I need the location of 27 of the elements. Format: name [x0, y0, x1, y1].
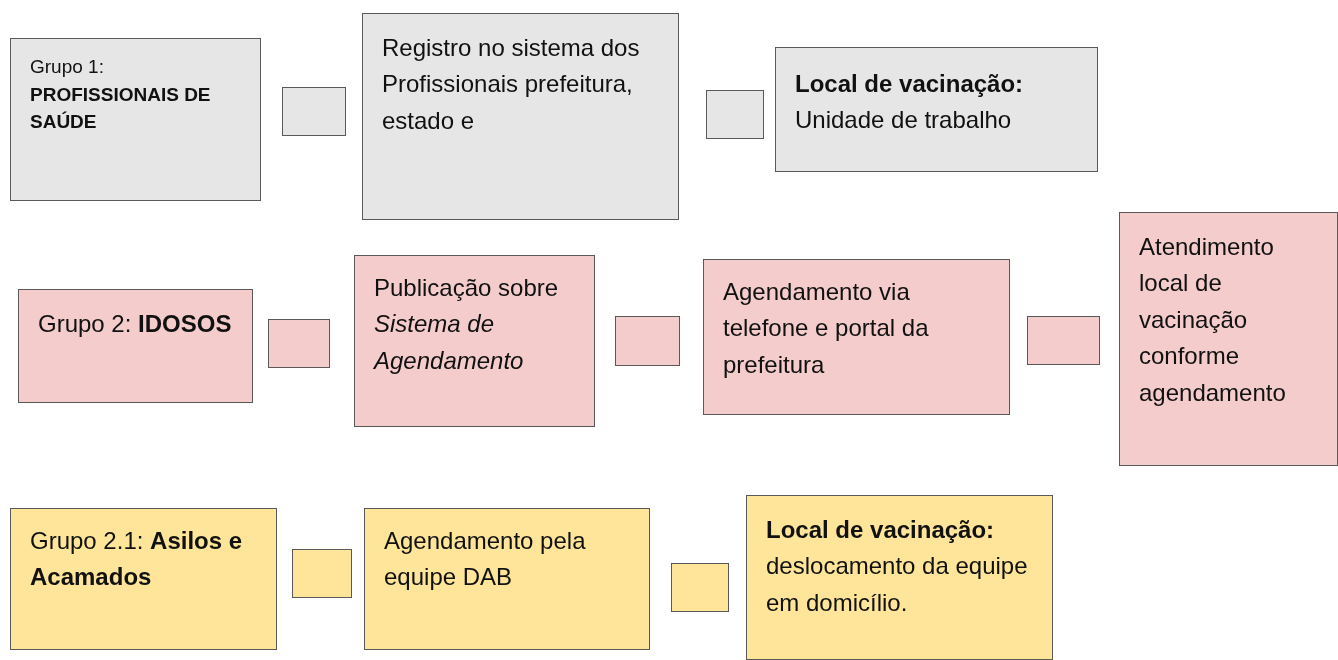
process-box [10, 508, 277, 650]
process-box [362, 13, 679, 220]
process-box [746, 495, 1053, 660]
box-text: Publicação sobre Sistema de Agendamento [374, 273, 560, 376]
process-box [1119, 212, 1338, 466]
box-text: Agendamento via telefone e portal da prefeitura [723, 277, 930, 380]
connector-box [1027, 316, 1100, 365]
process-box [10, 38, 261, 201]
process-box [354, 255, 595, 427]
process-box [364, 508, 650, 650]
process-box [18, 289, 253, 403]
box-text: Agendamento pela equipe DAB [384, 526, 587, 593]
connector-box [615, 316, 680, 366]
process-box [775, 47, 1098, 172]
process-box [703, 259, 1010, 415]
box-text: Grupo 1: PROFISSIONAIS DE SAÚDE [30, 55, 212, 135]
connector-box [706, 90, 764, 139]
box-text: Atendimento local de vacinação conforme agendamento [1139, 232, 1287, 408]
box-text: Grupo 2.1: Asilos e Acamados [30, 526, 244, 593]
connector-box [282, 87, 346, 136]
connector-box [671, 563, 729, 612]
connector-box [268, 319, 330, 368]
box-text: Local de vacinação: deslocamento da equipe em domicílio. [766, 515, 1029, 618]
box-text: Local de vacinação: Unidade de trabalho [795, 69, 1025, 136]
connector-box [292, 549, 352, 598]
box-text: Registro no sistema dos Profissionais prefeitura, estado e [382, 33, 641, 136]
box-text: Grupo 2: IDOSOS [38, 309, 233, 339]
